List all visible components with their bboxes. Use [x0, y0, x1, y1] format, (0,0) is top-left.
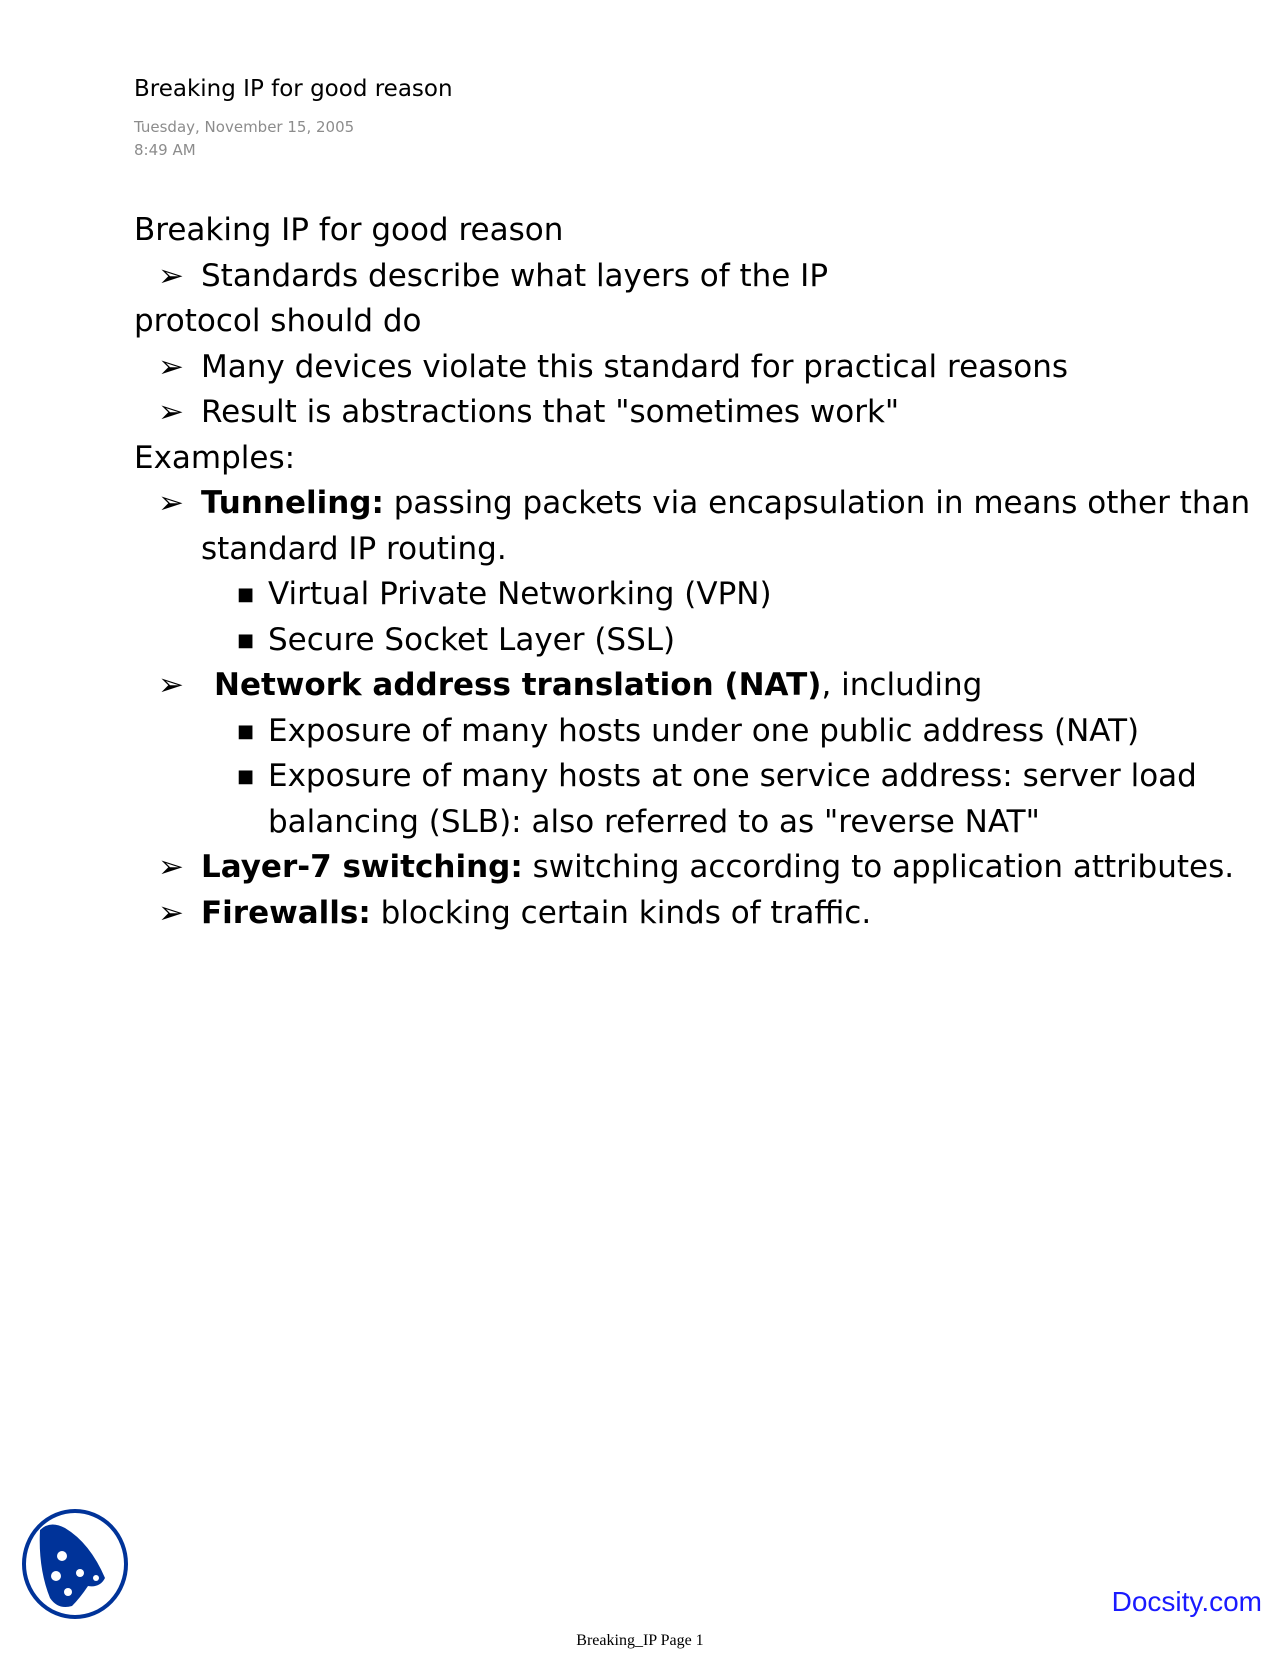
list-item-text: Result is abstractions that "sometimes w… [201, 394, 900, 430]
arrow-bullet-icon: ➢ [158, 257, 184, 294]
arrow-bullet-icon: ➢ [158, 348, 184, 385]
arrow-bullet-icon: ➢ [158, 485, 184, 521]
square-bullet-icon: ■ [237, 720, 255, 742]
list-item: ➢ Standards describe what layers of the I… [134, 254, 1274, 300]
arrow-bullet-icon: ➢ [158, 894, 184, 931]
note-meta: Tuesday, November 15, 2005 8:49 AM [134, 116, 354, 162]
list-item-text: Many devices violate this standard for p… [201, 348, 1069, 385]
note-date: Tuesday, November 15, 2005 [134, 118, 355, 136]
list-item-text: Exposure of many hosts at one service ad… [268, 758, 1197, 840]
note-body: Breaking IP for good reason ➢ Standards d… [134, 208, 1274, 936]
examples-label: Examples: [134, 439, 296, 476]
sub-list-item: ■ Secure Socket Layer (SSL) [134, 618, 1274, 664]
square-bullet-icon: ■ [237, 766, 255, 787]
arrow-bullet-icon: ➢ [158, 849, 184, 885]
sub-list-item: ■ Exposure of many hosts at one service a… [134, 754, 1274, 845]
square-bullet-icon: ■ [237, 629, 255, 651]
term: Network address translation (NAT) [214, 667, 822, 703]
list-item: ➢ Result is abstractions that "sometimes … [134, 390, 1274, 436]
term: Firewalls: [201, 894, 371, 931]
docsity-brand-link[interactable]: Docsity.com [1111, 1586, 1262, 1617]
list-item: ➢ Firewalls: blocking certain kinds of tr… [134, 891, 1274, 937]
list-item: ➢ Tunneling: passing packets via encapsul… [134, 481, 1274, 572]
arrow-bullet-icon: ➢ [158, 667, 184, 703]
list-item-continuation: protocol should do [134, 303, 422, 339]
list-item-text: passing packets via encapsulation in mea… [201, 485, 1251, 567]
sub-list-item: ■ Exposure of many hosts under one public… [134, 709, 1274, 755]
term: Tunneling: [201, 485, 384, 521]
sub-list-item: ■ Virtual Private Networking (VPN) [134, 572, 1274, 618]
page-footer: Breaking_IP Page 1 [576, 1632, 704, 1649]
term: Layer-7 switching: [201, 849, 523, 885]
square-bullet-icon: ■ [237, 584, 255, 605]
list-item-text: Virtual Private Networking (VPN) [268, 576, 772, 612]
list-item-text: , including [821, 667, 983, 703]
list-item-text: Standards describe what layers of the IP [201, 257, 829, 294]
note-title: Breaking IP for good reason [134, 76, 453, 102]
docsity-logo-icon [20, 1508, 130, 1624]
list-item-text: switching according to application attri… [522, 849, 1235, 885]
list-item-text: blocking certain kinds of traffic. [370, 894, 872, 931]
list-item-text: Exposure of many hosts under one public … [268, 712, 1140, 749]
list-item: ➢ Many devices violate this standard for … [134, 345, 1274, 391]
list-item-text: Secure Socket Layer (SSL) [268, 621, 676, 658]
body-heading: Breaking IP for good reason [134, 212, 564, 248]
list-item: ➢ Network address translation (NAT), incl… [134, 663, 1274, 709]
arrow-bullet-icon: ➢ [158, 394, 184, 430]
note-time: 8:49 AM [134, 141, 196, 159]
list-item: ➢ Layer-7 switching: switching according … [134, 845, 1274, 891]
